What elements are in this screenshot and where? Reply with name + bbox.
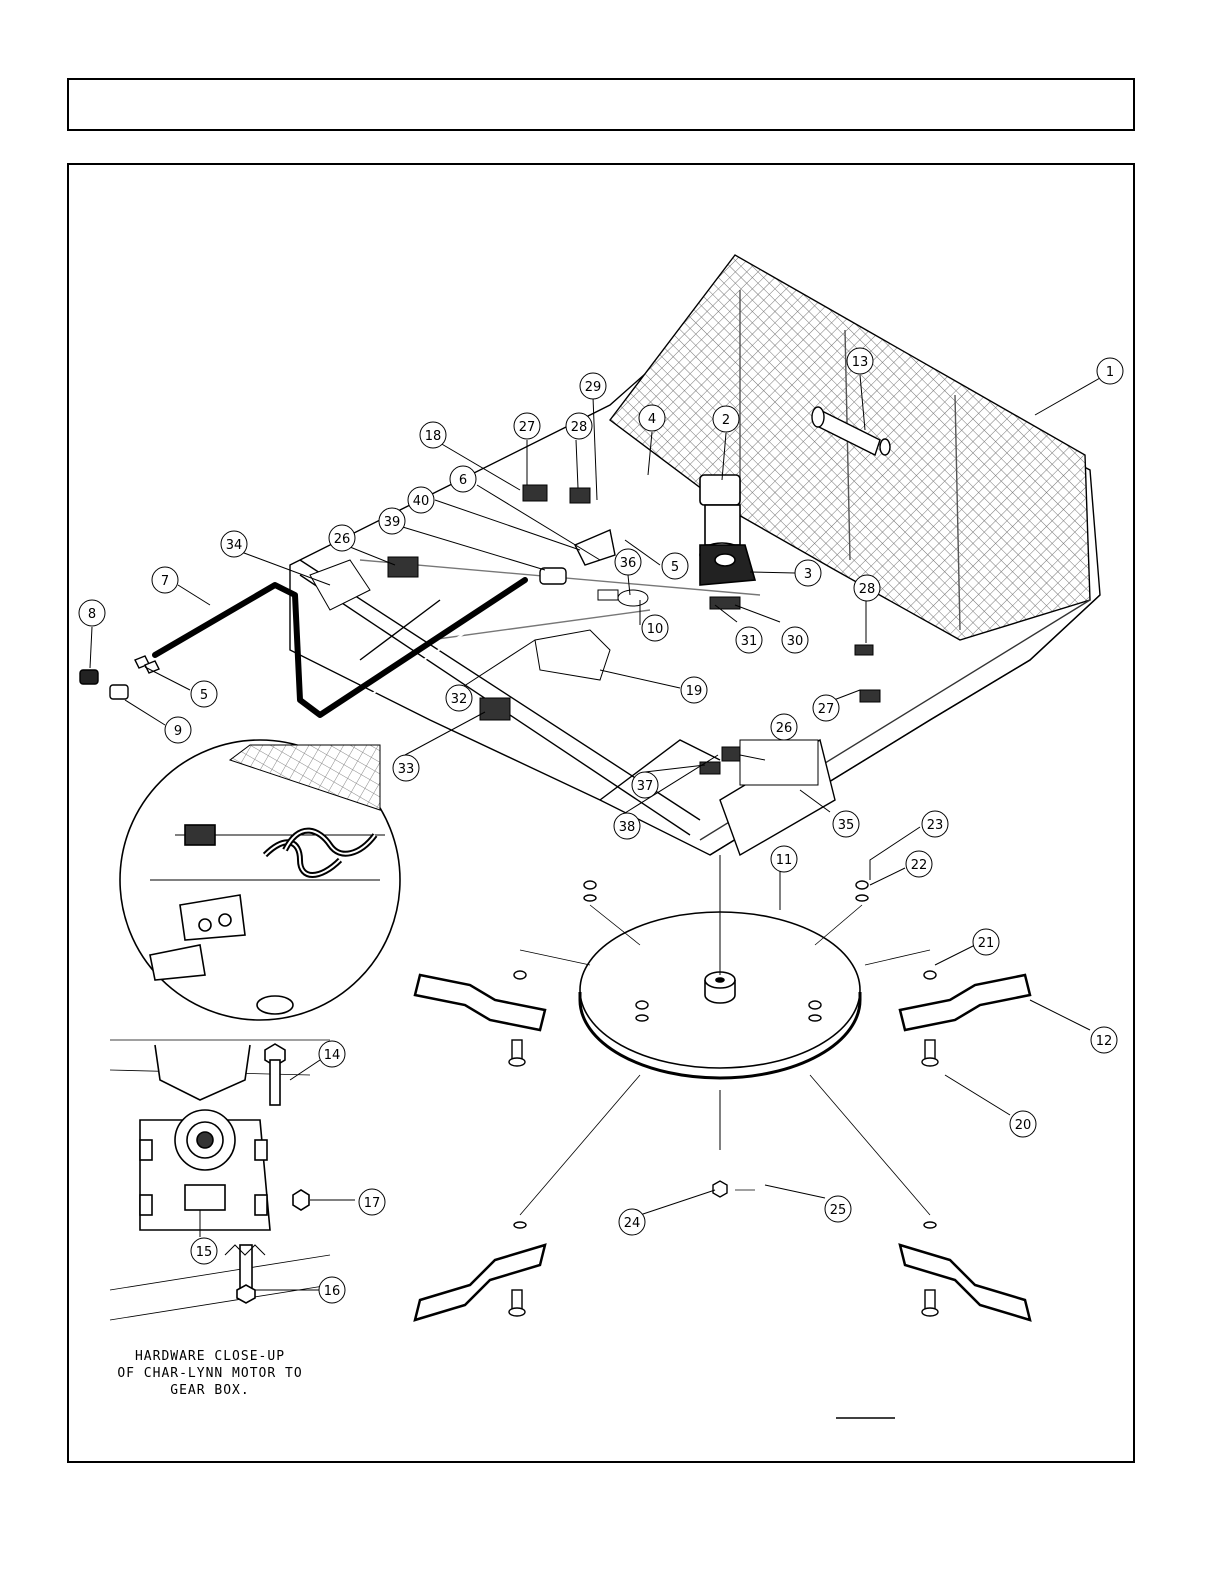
callout-11: 11	[771, 846, 797, 872]
svg-text:15: 15	[196, 1245, 213, 1260]
svg-text:9: 9	[174, 724, 182, 739]
callout-30: 30	[782, 627, 808, 653]
closeup-circle	[120, 740, 400, 1020]
svg-text:27: 27	[519, 420, 536, 435]
svg-text:31: 31	[741, 634, 758, 649]
svg-text:26: 26	[776, 721, 793, 736]
callout-39: 39	[379, 508, 405, 534]
svg-text:25: 25	[830, 1203, 847, 1218]
callout-6: 6	[450, 466, 476, 492]
callout-31: 31	[736, 627, 762, 653]
callout-7: 7	[152, 567, 178, 593]
callout-27b: 27	[813, 695, 839, 721]
closeup-caption: HARDWARE CLOSE-UP OF CHAR-LYNN MOTOR TO …	[100, 1348, 320, 1399]
svg-text:22: 22	[911, 858, 928, 873]
caption-line-3: GEAR BOX.	[100, 1382, 320, 1399]
svg-text:12: 12	[1096, 1034, 1113, 1049]
callout-38: 38	[614, 813, 640, 839]
svg-text:30: 30	[787, 634, 804, 649]
callout-36: 36	[615, 549, 641, 575]
callout-25: 25	[825, 1196, 851, 1222]
svg-text:29: 29	[585, 380, 602, 395]
callout-28a: 28	[566, 413, 592, 439]
callout-10: 10	[642, 615, 668, 641]
callout-18: 18	[420, 422, 446, 448]
svg-text:6: 6	[459, 473, 467, 488]
svg-text:28: 28	[859, 582, 876, 597]
callout-5b: 5	[191, 681, 217, 707]
callout-35: 35	[833, 811, 859, 837]
svg-text:5: 5	[671, 560, 679, 575]
svg-text:33: 33	[398, 762, 415, 777]
svg-text:27: 27	[818, 702, 835, 717]
callout-22: 22	[906, 851, 932, 877]
svg-text:18: 18	[425, 429, 442, 444]
callout-33: 33	[393, 755, 419, 781]
svg-text:20: 20	[1015, 1118, 1032, 1133]
caption-line-2: OF CHAR-LYNN MOTOR TO	[100, 1365, 320, 1382]
svg-text:36: 36	[620, 556, 637, 571]
svg-text:34: 34	[226, 538, 243, 553]
callout-8: 8	[79, 600, 105, 626]
callout-3: 3	[795, 560, 821, 586]
callout-37: 37	[632, 772, 658, 798]
callout-26b: 26	[771, 714, 797, 740]
callout-20: 20	[1010, 1111, 1036, 1137]
svg-text:5: 5	[200, 688, 208, 703]
callout-17: 17	[359, 1189, 385, 1215]
svg-text:1: 1	[1106, 365, 1114, 380]
callout-40: 40	[408, 487, 434, 513]
callout-32: 32	[446, 685, 472, 711]
svg-text:16: 16	[324, 1284, 341, 1299]
callout-29: 29	[580, 373, 606, 399]
svg-text:17: 17	[364, 1196, 381, 1211]
callout-12: 12	[1091, 1027, 1117, 1053]
svg-text:10: 10	[647, 622, 664, 637]
caption-line-1: HARDWARE CLOSE-UP	[100, 1348, 320, 1365]
hardware-closeup	[110, 1040, 330, 1320]
callout-34: 34	[221, 531, 247, 557]
svg-text:3: 3	[804, 567, 812, 582]
svg-text:35: 35	[838, 818, 855, 833]
callout-23: 23	[922, 811, 948, 837]
svg-text:4: 4	[648, 412, 656, 427]
svg-text:39: 39	[384, 515, 401, 530]
svg-text:21: 21	[978, 936, 995, 951]
svg-text:38: 38	[619, 820, 636, 835]
callout-19: 19	[681, 677, 707, 703]
callout-5a: 5	[662, 553, 688, 579]
svg-text:37: 37	[637, 779, 654, 794]
svg-text:40: 40	[413, 494, 430, 509]
callout-9: 9	[165, 717, 191, 743]
svg-text:19: 19	[686, 684, 703, 699]
callout-4: 4	[639, 405, 665, 431]
callout-1: 1	[1097, 358, 1123, 384]
callout-27a: 27	[514, 413, 540, 439]
svg-text:26: 26	[334, 532, 351, 547]
svg-text:13: 13	[852, 355, 869, 370]
svg-text:7: 7	[161, 574, 169, 589]
svg-text:24: 24	[624, 1216, 641, 1231]
callout-13: 13	[847, 348, 873, 374]
callout-15: 15	[191, 1238, 217, 1264]
svg-text:32: 32	[451, 692, 468, 707]
svg-text:8: 8	[88, 607, 96, 622]
svg-text:23: 23	[927, 818, 944, 833]
svg-text:28: 28	[571, 420, 588, 435]
callout-24: 24	[619, 1209, 645, 1235]
callout-21: 21	[973, 929, 999, 955]
callout-28b: 28	[854, 575, 880, 601]
callout-14: 14	[319, 1041, 345, 1067]
svg-text:14: 14	[324, 1048, 341, 1063]
svg-text:11: 11	[776, 853, 793, 868]
callout-16: 16	[319, 1277, 345, 1303]
callout-26a: 26	[329, 525, 355, 551]
svg-text:2: 2	[722, 413, 730, 428]
callout-2: 2	[713, 406, 739, 432]
